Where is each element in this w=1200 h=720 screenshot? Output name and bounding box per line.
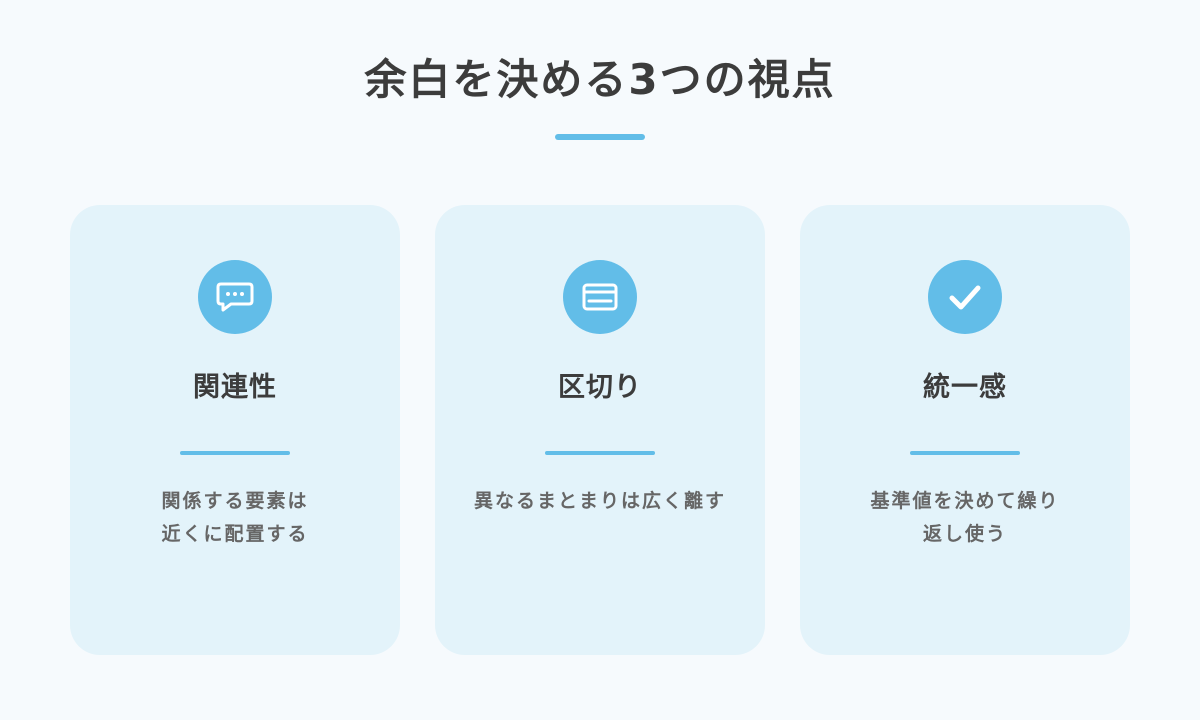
speech-bubble-icon [198,260,272,334]
card-description: 関係する要素は 近くに配置する [100,485,370,551]
card-relatedness: 関連性 関係する要素は 近くに配置する [70,205,400,655]
card-divider [910,451,1020,455]
card-divider [180,451,290,455]
card-title: 区切り [558,372,642,403]
card-row: 関連性 関係する要素は 近くに配置する 区切り 異なるまとまりは広く離す [70,205,1130,655]
card-separation: 区切り 異なるまとまりは広く離す [435,205,765,655]
card-description: 基準値を決めて繰り 返し使う [830,485,1100,551]
card-title: 関連性 [193,372,277,403]
card-description-line: 基準値を決めて繰り [870,490,1060,512]
card-description-line: 近くに配置する [161,523,309,545]
card-title: 統一感 [923,372,1007,403]
page-title: 余白を決める3つの視点 [364,55,836,104]
title-underline [555,134,645,140]
card-consistency: 統一感 基準値を決めて繰り 返し使う [800,205,1130,655]
card-description: 異なるまとまりは広く離す [465,485,735,518]
checkmark-icon [928,260,1002,334]
window-panel-icon [563,260,637,334]
card-description-line: 返し使う [922,523,1007,545]
card-description-line: 関係する要素は [161,490,309,512]
card-divider [545,451,655,455]
card-description-line: 異なるまとまりは広く離す [473,490,726,512]
